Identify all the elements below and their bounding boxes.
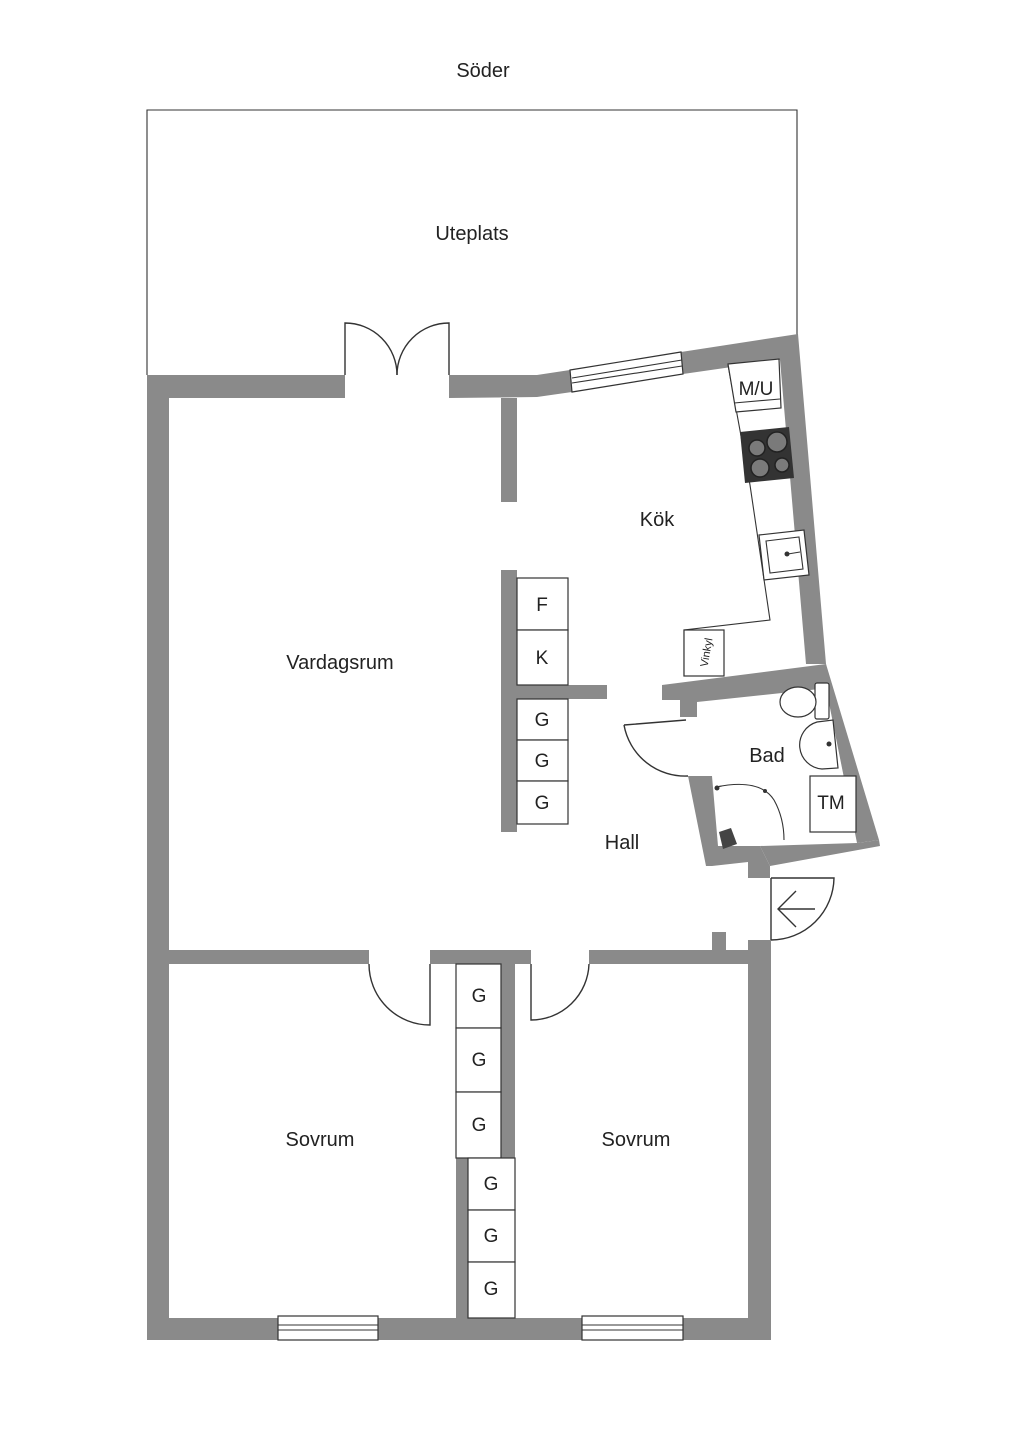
room-label-bedroom-right: Sovrum [602,1129,671,1151]
toilet-icon [779,682,830,720]
room-label-hall: Hall [605,832,639,854]
entrance-arrow-icon [777,890,815,928]
wardrobe-label: G [472,1115,487,1136]
wardrobe-label: G [535,793,550,814]
patio-outline [146,109,798,375]
wardrobe-box [455,1091,502,1159]
wardrobe-label: G [484,1226,499,1247]
dishwasher-box [727,358,782,413]
wardrobe-box [516,780,569,825]
dryer-label: TM [817,793,844,814]
walls [147,334,880,1340]
wardrobe-box [516,698,569,741]
wardrobe-box [467,1261,516,1319]
kitchen-counter [683,364,771,677]
room-label-bath: Bad [749,745,785,767]
wardrobe-box [467,1209,516,1263]
wardrobe-label: G [484,1279,499,1300]
wardrobe-box [455,963,502,1029]
washbasin-icon [799,719,839,770]
stove-icon [740,427,794,483]
freezer-box [516,629,569,686]
wardrobe-label: G [484,1174,499,1195]
room-label-patio: Uteplats [435,223,508,245]
compass-label: Söder [456,60,510,82]
dishwasher-label: M/U [739,379,774,400]
wardrobe-label: G [535,710,550,731]
room-label-bedroom-left: Sovrum [286,1129,355,1151]
wine-cooler-box [683,629,725,677]
fridge-box [516,577,569,631]
doors [344,322,835,1026]
wine-cooler-label: Vinkyl [699,637,716,668]
freezer-label: K [536,648,549,669]
shower-icon [714,783,785,849]
wardrobe-label: G [472,1050,487,1071]
wardrobe-box [467,1157,516,1211]
room-label-living: Vardagsrum [286,652,393,674]
windows [277,351,684,1341]
wardrobe-box [455,1027,502,1093]
fridge-label: F [536,595,548,616]
sink-icon [758,529,810,581]
room-label-kitchen: Kök [640,509,675,531]
wardrobe-label: G [472,986,487,1007]
dryer-box [809,775,857,833]
wardrobe-label: G [535,751,550,772]
